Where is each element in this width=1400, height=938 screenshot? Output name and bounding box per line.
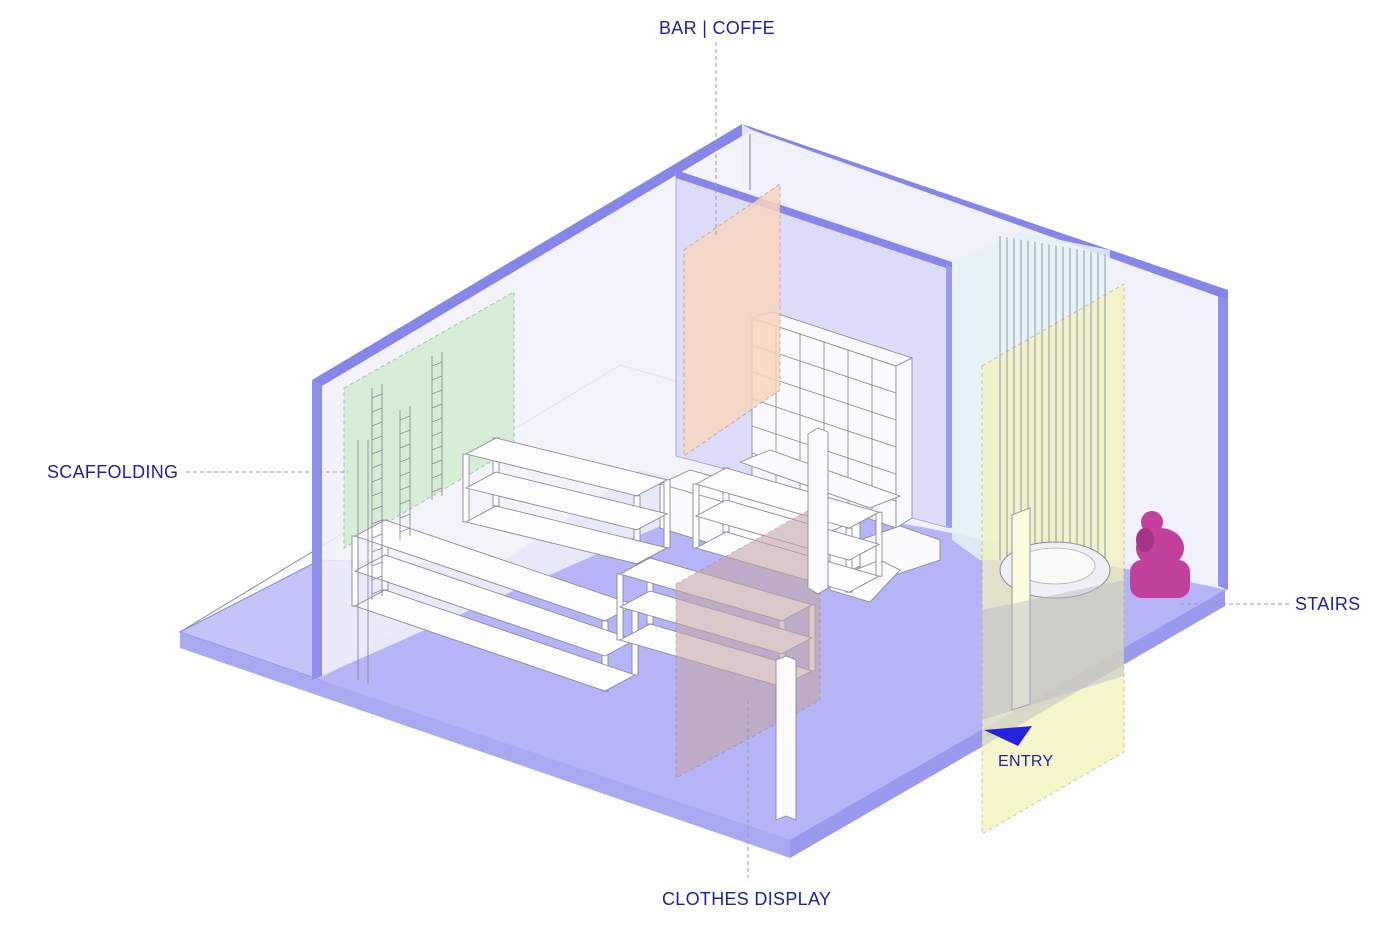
bar-coffee-label: BAR | COFFE xyxy=(659,18,775,38)
ladder-rung xyxy=(371,407,383,413)
scaffold-ladder xyxy=(399,406,411,540)
ladder-rung xyxy=(431,389,443,395)
shelf-row xyxy=(751,398,897,448)
ladder-detail xyxy=(357,440,369,684)
scaffolding-label: SCAFFOLDING xyxy=(47,462,179,482)
ladder-rung xyxy=(431,459,443,465)
ladder-rung xyxy=(371,421,383,427)
ladder-rung xyxy=(371,491,383,497)
ladder-rung xyxy=(399,485,411,491)
ladder-rung xyxy=(371,463,383,469)
leader-lines xyxy=(186,42,1290,878)
ladder-rung xyxy=(371,449,383,455)
ladder-rung xyxy=(399,513,411,519)
stairs-label: STAIRS xyxy=(1295,594,1361,614)
ladder-rung xyxy=(399,527,411,533)
ladder-rung xyxy=(431,431,443,437)
ladder-rung xyxy=(399,429,411,435)
scaffold-ladder xyxy=(371,384,383,600)
ladder-rung xyxy=(431,361,443,367)
entry-label: ENTRY xyxy=(998,753,1054,770)
ladder-rung xyxy=(399,471,411,477)
stair-shadow xyxy=(982,580,1124,720)
entry-arrow-icon xyxy=(984,726,1032,746)
stair-opening xyxy=(999,507,1111,711)
ladder-rung xyxy=(371,505,383,511)
rack-shelf xyxy=(694,467,881,529)
rack-shelf xyxy=(353,589,637,692)
ladder-rung xyxy=(431,403,443,409)
rack-shelf xyxy=(464,437,669,497)
ladder-rung xyxy=(371,393,383,399)
column xyxy=(775,427,829,821)
seated-figure-icon xyxy=(1130,511,1190,598)
bar-zone xyxy=(683,183,781,457)
ladder-rung xyxy=(371,533,383,539)
ladder-rung xyxy=(371,519,383,525)
rack-unit xyxy=(351,519,639,692)
ladder-rung xyxy=(371,561,383,567)
rack-shelf xyxy=(464,505,669,565)
ladder-rung xyxy=(431,375,443,381)
ladder-rung xyxy=(399,415,411,421)
ladder-rung xyxy=(371,589,383,595)
ladder-rung xyxy=(371,435,383,441)
ladder-rung xyxy=(399,499,411,505)
ladder-rung xyxy=(431,445,443,451)
ladder-rung xyxy=(431,473,443,479)
ladder-rung xyxy=(431,417,443,423)
ladder-rung xyxy=(371,477,383,483)
ladder-rung xyxy=(431,487,443,493)
clothes-display-label: CLOTHES DISPLAY xyxy=(662,889,832,909)
rack-shelf xyxy=(464,471,669,531)
ladder-rung xyxy=(371,547,383,553)
ladder-rung xyxy=(371,575,383,581)
ladder-rung xyxy=(399,457,411,463)
ladder-rung xyxy=(399,443,411,449)
scaffold-ladder xyxy=(431,352,443,500)
rack-unit xyxy=(462,437,671,565)
